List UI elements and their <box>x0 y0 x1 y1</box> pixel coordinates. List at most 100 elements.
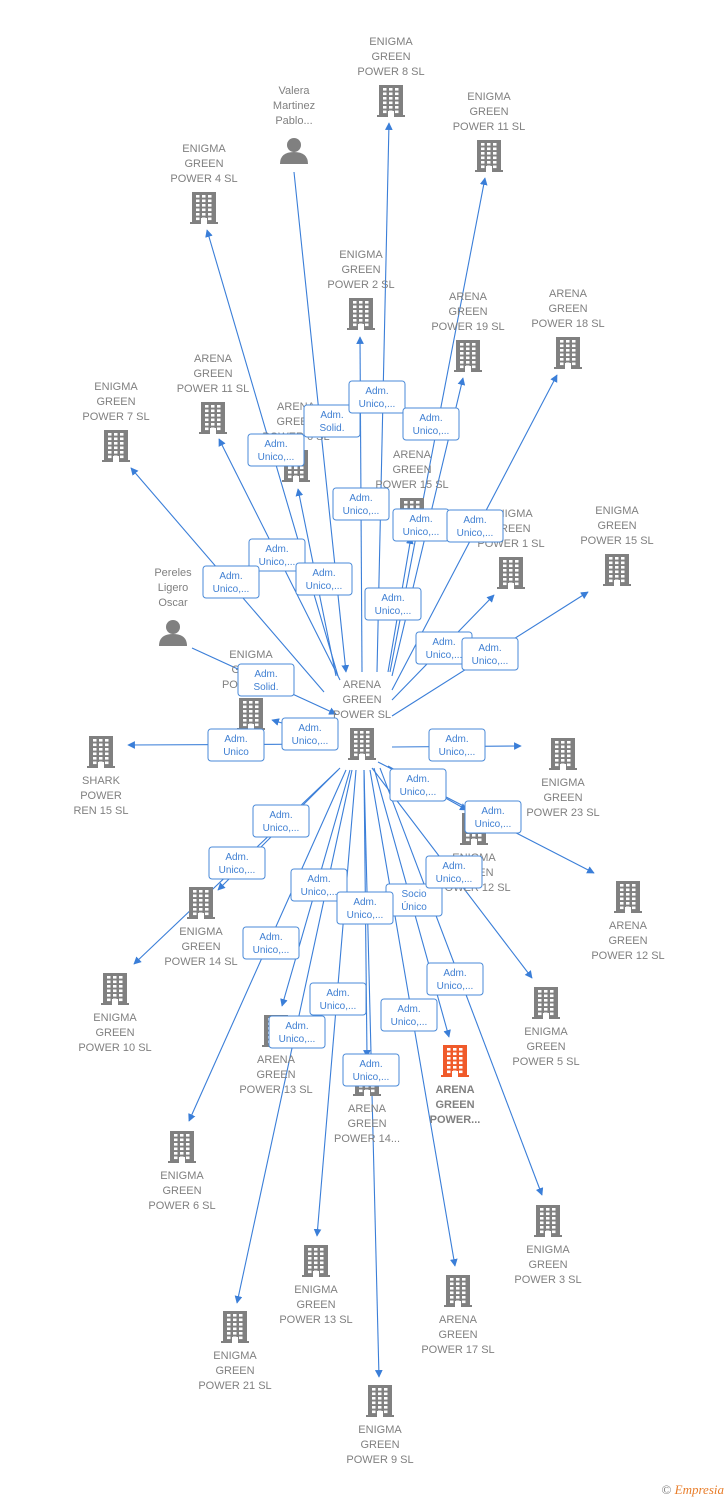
edge-label-box[interactable]: Adm.Unico <box>207 728 265 762</box>
node-label-line: POWER 15 SL <box>375 479 448 491</box>
node-label-line: Valera <box>279 85 311 97</box>
node-label-line: GREEN <box>296 1299 335 1311</box>
edge-label-text: Adm. <box>225 852 248 863</box>
node-label-line: GREEN <box>347 1118 386 1130</box>
edge-label-box[interactable]: Adm.Unico,... <box>268 1015 326 1049</box>
edge-label-box[interactable]: Adm.Unico,... <box>464 800 522 834</box>
edge-label-box[interactable]: Adm. Unico,... <box>281 717 339 751</box>
edge-label-text: Unico,... <box>320 1001 357 1012</box>
edge-label-box[interactable]: Adm.Unico,... <box>402 407 460 441</box>
edge-label-box[interactable]: Adm.Unico,... <box>242 926 300 960</box>
node-label-line: POWER 14 SL <box>164 956 237 968</box>
edge-label-box[interactable]: Adm.Unico,... <box>446 509 504 543</box>
edge-label-text: Adm. <box>298 723 321 734</box>
edge-label-box[interactable]: Adm.Unico,... <box>380 998 438 1032</box>
node-label-line: Martinez <box>273 100 315 112</box>
edge-label-box[interactable]: Adm.Unico,... <box>336 891 394 925</box>
node-label-line: GREEN <box>597 520 636 532</box>
edge-label-text: Unico,... <box>457 528 494 539</box>
node-label-line: POWER 5 SL <box>512 1056 579 1068</box>
edge-label-text: Adm. <box>406 774 429 785</box>
edge-label-box[interactable]: Adm.Unico,... <box>348 380 406 414</box>
node-label-line: GREEN <box>435 1099 474 1111</box>
edge-label-text: Unico,... <box>306 581 343 592</box>
node-label-line: Ligero <box>158 582 189 594</box>
node-label-line: ENIGMA <box>524 1026 568 1038</box>
edge-label-box[interactable]: Adm. Unico,... <box>295 562 353 596</box>
node-enigma-5[interactable]: ENIGMA GREEN POWER 5 SL <box>512 987 580 1068</box>
edge-label-text: Unico,... <box>292 736 329 747</box>
node-label-line: GREEN <box>526 1041 565 1053</box>
edge-label-box[interactable]: Adm.Unico,... <box>428 728 486 762</box>
edge-label-text: Adm. <box>445 734 468 745</box>
edge-label-box[interactable]: Adm.Unico,... <box>461 637 519 671</box>
edge-label-text: Unico,... <box>279 1034 316 1045</box>
node-label-line: POWER 18 SL <box>531 318 604 330</box>
edge-label-box[interactable]: Adm.Unico,... <box>392 508 450 542</box>
edge-label-box[interactable]: Adm.Unico,... <box>252 804 310 838</box>
edge-label-box[interactable]: Adm.Unico,... <box>208 846 266 880</box>
edge-label-text: Adm. <box>326 988 349 999</box>
node-label-line: POWER 10 SL <box>78 1042 151 1054</box>
edge-label-text: Adm. <box>259 932 282 943</box>
edge-label-box[interactable]: Adm.Unico,... <box>332 487 390 521</box>
edge-label-text: Unico,... <box>359 399 396 410</box>
node-label-line: POWER 13 SL <box>279 1314 352 1326</box>
edge-label-box[interactable]: Adm.Unico,... <box>202 565 260 599</box>
building-icon <box>87 736 115 768</box>
edge-label-box[interactable]: Adm.Solid. <box>303 404 361 438</box>
edge-label-text: Adm. <box>312 568 335 579</box>
edge-label-box[interactable]: Adm.Unico,... <box>247 433 305 467</box>
edge-label-box[interactable]: Adm.Unico,... <box>426 962 484 996</box>
edge-label-box[interactable]: Adm.Solid. <box>237 663 295 697</box>
node-label-line: ARENA <box>439 1314 478 1326</box>
node-label-line: GREEN <box>256 1069 295 1081</box>
node-label-line: GREEN <box>341 264 380 276</box>
node-label-line: POWER 9 SL <box>346 1454 413 1466</box>
node-label-line: ARENA <box>609 920 648 932</box>
edge-label-box[interactable]: Adm.Unico,... <box>415 631 473 665</box>
edge-label-box[interactable]: Adm.Unico,... <box>425 855 483 889</box>
node-label-line: POWER 11 SL <box>177 383 250 395</box>
node-label-line: GREEN <box>95 1027 134 1039</box>
edge-label-box[interactable]: Adm.Unico,... <box>342 1053 400 1087</box>
edge-label-box[interactable]: Adm. Unico,... <box>309 982 367 1016</box>
building-icon <box>199 402 227 434</box>
node-label-line: ARENA <box>348 1103 387 1115</box>
edge-label-text: Adm. <box>307 874 330 885</box>
node-arena-hl[interactable]: ARENAGREENPOWER... <box>430 1045 481 1126</box>
node-label-line: POWER 17 SL <box>421 1344 494 1356</box>
node-label-line: POWER 23 SL <box>526 807 599 819</box>
edge-label-box[interactable]: Adm.Unico,... <box>389 768 447 802</box>
node-valera[interactable]: ValeraMartinezPablo... <box>273 85 315 164</box>
edge-label-box[interactable]: Adm.Unico,... <box>290 868 348 902</box>
edge-label-text: Adm. <box>320 410 343 421</box>
building-icon <box>348 728 376 760</box>
edge-label-box[interactable]: Adm.Unico,... <box>248 538 306 572</box>
edge-label-box[interactable]: Adm.Unico,... <box>364 587 422 621</box>
